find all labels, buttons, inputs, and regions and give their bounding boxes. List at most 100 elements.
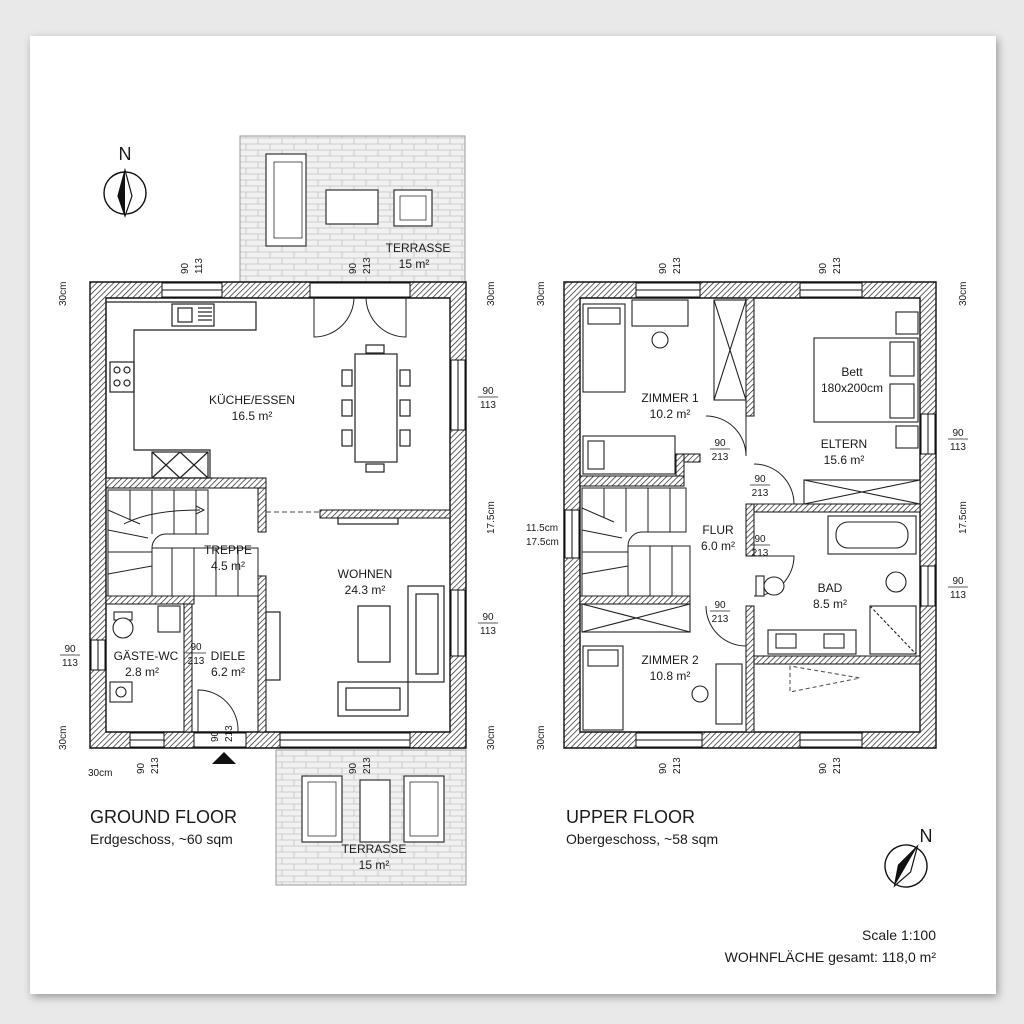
- upper-floor-plan: [563, 281, 937, 749]
- room-area-diele: 6.2 m²: [211, 665, 245, 679]
- room-area-zimmer-2: 10.8 m²: [650, 669, 691, 683]
- wall-dim-label: 30cm: [58, 282, 69, 306]
- room-name-kueche: KÜCHE/ESSEN: [209, 393, 295, 407]
- zimmer-2-furniture: [581, 603, 743, 731]
- wall-dim-label: 30cm: [958, 282, 969, 306]
- opening-width: 90: [952, 576, 964, 587]
- entrance-arrow-icon: [212, 752, 236, 764]
- room-name-wohnen: WOHNEN: [338, 567, 393, 581]
- room-name-bad: BAD: [818, 581, 843, 595]
- opening-height: 213: [712, 452, 729, 463]
- room-area-wohnen: 24.3 m²: [345, 583, 386, 597]
- opening-width: 90: [348, 762, 359, 774]
- wall-dim-label: 30cm: [486, 282, 497, 306]
- opening-width: 90: [348, 262, 359, 274]
- room-area-eltern: 15.6 m²: [824, 453, 865, 467]
- opening-width: 90: [482, 612, 494, 623]
- ground-floor-plan: [89, 281, 467, 764]
- ground-floor-terrace-door: [313, 296, 407, 338]
- wall-dim-label: 17.5cm: [486, 501, 497, 534]
- room-name-zimmer-1: ZIMMER 1: [641, 391, 699, 405]
- opening-width: 90: [818, 762, 829, 774]
- wardrobe: [265, 611, 281, 681]
- opening-height: 213: [752, 488, 769, 499]
- upper-floor-subtitle: Obergeschoss, ~58 sqm: [566, 831, 718, 847]
- opening-height: 213: [188, 656, 205, 667]
- upper-floor-openings: [564, 282, 936, 748]
- opening-width: 90: [818, 262, 829, 274]
- terrace-armchair: [403, 775, 445, 843]
- terrace-table: [325, 189, 379, 225]
- opening-width: 90: [952, 428, 964, 439]
- terrace-armchair: [301, 775, 343, 843]
- guest-wc-fixtures: [109, 605, 181, 703]
- wall-dim-label: 30cm: [536, 726, 547, 750]
- fridge-icon: [151, 451, 209, 479]
- ground-floor-title: GROUND FLOOR: [90, 807, 237, 827]
- tv-board: [337, 517, 399, 525]
- terrace-table: [359, 779, 391, 843]
- opening-width: 90: [714, 438, 726, 449]
- ground-floor-staircase: [107, 489, 259, 597]
- opening-width: 90: [190, 642, 202, 653]
- opening-width: 90: [136, 762, 147, 774]
- sink-icon: [171, 303, 215, 327]
- opening-height: 213: [224, 725, 235, 742]
- opening-height: 113: [480, 400, 496, 411]
- opening-height: 213: [672, 757, 683, 774]
- toilet-icon: [755, 575, 765, 597]
- scale-label: Scale 1:100: [862, 927, 936, 943]
- wall-dim-label: 30cm: [536, 282, 547, 306]
- room-area-flur: 6.0 m²: [701, 539, 735, 553]
- room-area-zimmer-1: 10.2 m²: [650, 407, 691, 421]
- opening-width: 90: [64, 644, 76, 655]
- north-arrow-icon: [884, 844, 928, 888]
- zimmer-1-furniture: [582, 299, 747, 475]
- ground-floor-outer-wall: [89, 281, 467, 749]
- eltern-furniture: [803, 311, 921, 505]
- opening-height: 213: [150, 757, 161, 774]
- opening-width: 90: [754, 534, 766, 545]
- room-name-eltern: ELTERN: [821, 437, 867, 451]
- room-name-flur: FLUR: [702, 523, 734, 537]
- room-name-zimmer-2: ZIMMER 2: [641, 653, 699, 667]
- ground-floor-interior-walls: [105, 477, 451, 733]
- living-room-furniture: [265, 517, 445, 717]
- bed-label: Bett: [841, 365, 863, 379]
- total-area-label: WOHNFLÄCHE gesamt: 118,0 m²: [725, 949, 937, 965]
- opening-height: 213: [752, 548, 769, 559]
- entrance-door: [197, 689, 239, 733]
- wall-dim-label: 30cm: [58, 726, 69, 750]
- wall-dim-label: 11.5cm: [526, 523, 558, 534]
- storage-room: [753, 663, 921, 733]
- opening-height: 213: [362, 757, 373, 774]
- north-label: N: [119, 144, 132, 164]
- room-area-gaeste-wc: 2.8 m²: [125, 665, 159, 679]
- ground-floor-subtitle: Erdgeschoss, ~60 sqm: [90, 831, 233, 847]
- desk: [631, 299, 689, 327]
- ground-floor-openings: [90, 282, 466, 748]
- terrace-sofa: [265, 153, 307, 247]
- opening-height: 113: [480, 626, 496, 637]
- opening-width: 90: [180, 262, 191, 274]
- terrace-top-area: 15 m²: [399, 257, 430, 271]
- kitchen-counter: [105, 301, 257, 479]
- opening-width: 90: [658, 262, 669, 274]
- opening-height: 113: [950, 590, 966, 601]
- opening-height: 113: [950, 442, 966, 453]
- opening-height: 213: [362, 257, 373, 274]
- opening-height: 113: [194, 258, 205, 274]
- drawing-sheet: [30, 36, 996, 994]
- upper-floor-title: UPPER FLOOR: [566, 807, 695, 827]
- desk: [715, 663, 743, 725]
- dining-table: [341, 344, 411, 473]
- wall-dim-label: 30cm: [486, 726, 497, 750]
- opening-width: 90: [210, 730, 221, 742]
- opening-height: 213: [672, 257, 683, 274]
- wall-dim-label: 30cm: [88, 768, 112, 779]
- wall-dim-label: 17.5cm: [526, 537, 559, 548]
- opening-height: 213: [832, 257, 843, 274]
- bed-size-label: 180x200cm: [821, 381, 883, 395]
- terrace-bottom-name: TERRASSE: [342, 842, 407, 856]
